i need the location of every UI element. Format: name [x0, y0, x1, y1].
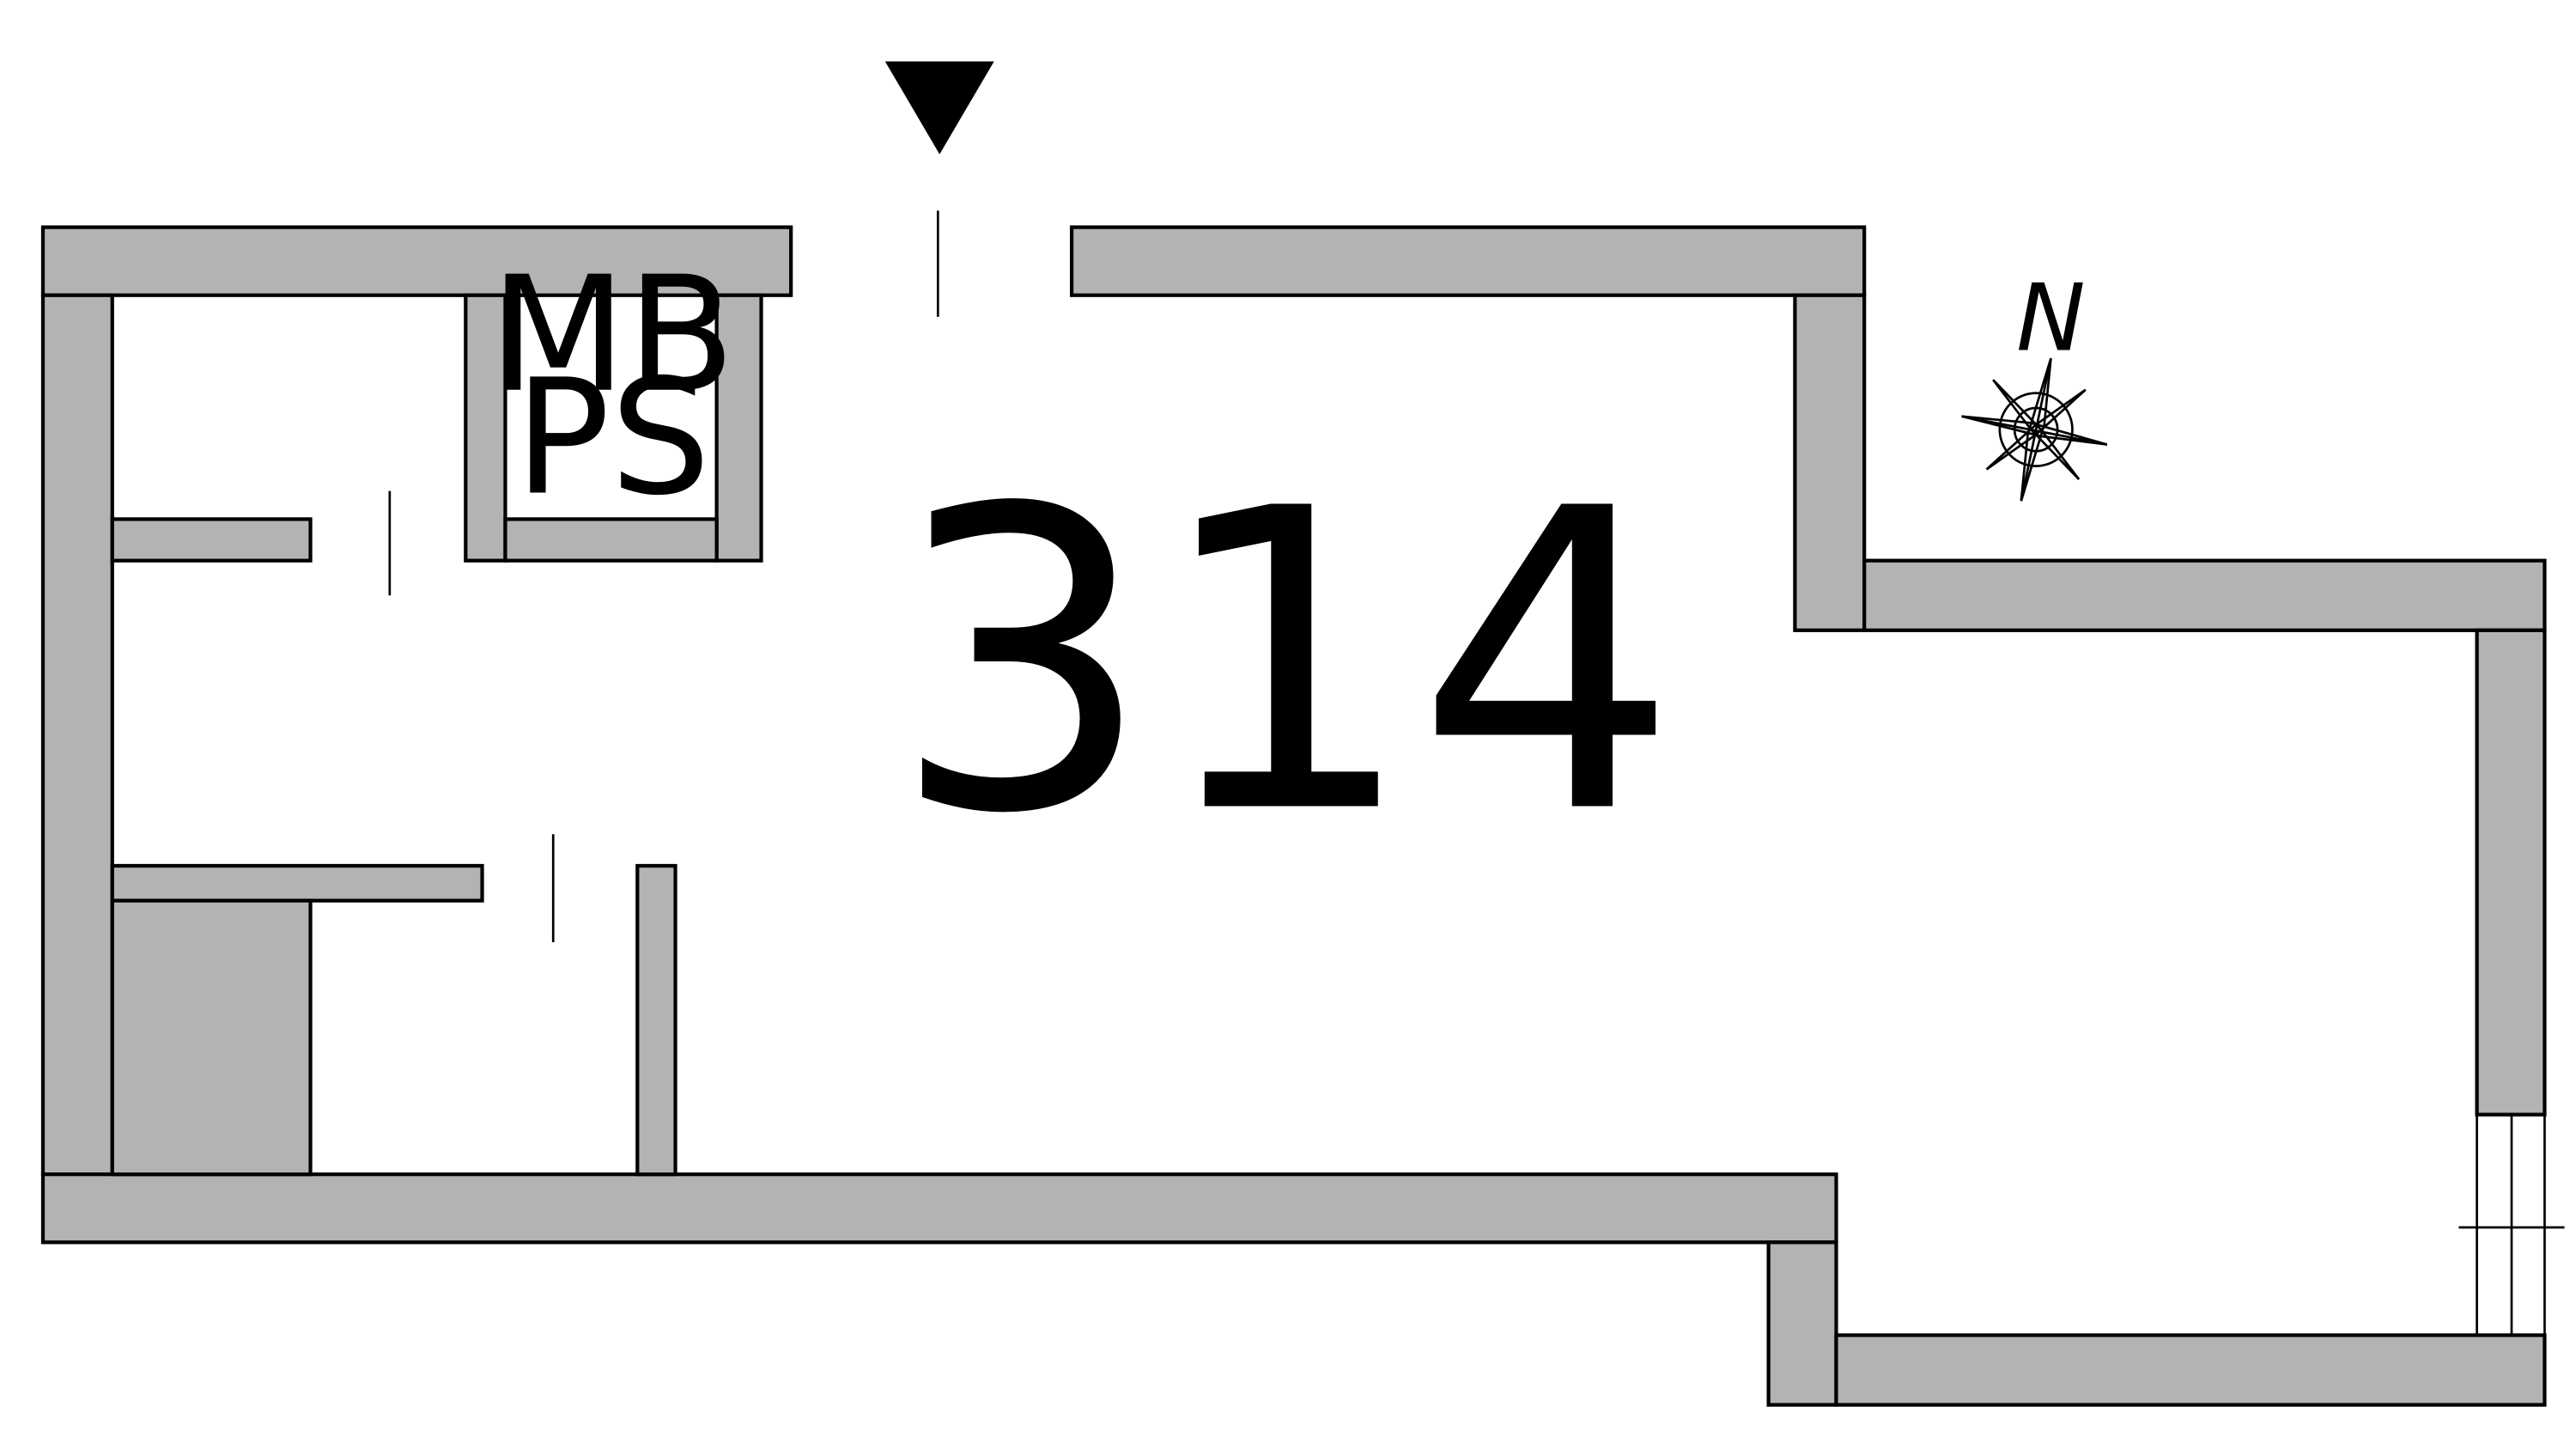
entrance-arrow-icon: [884, 61, 994, 155]
wall-inner-lower: [110, 863, 484, 903]
wall-inner-partition: [635, 863, 677, 1177]
wall-bottom-step: [1766, 1240, 1838, 1407]
wall-left: [40, 293, 114, 1177]
wall-east: [2475, 628, 2547, 1117]
interior-walls: [110, 293, 763, 1177]
wall-bottom-left: [40, 1172, 1838, 1245]
wall-step-vertical: [1793, 293, 1867, 632]
outer-walls: [40, 225, 2547, 1407]
shaft-label-ps: PS: [514, 344, 711, 530]
wall-shaft-right: [714, 293, 763, 563]
unit-number-label: 314: [890, 422, 1679, 904]
wall-top-right: [1069, 225, 1867, 297]
wall-shaft-bottom: [503, 517, 719, 563]
wall-east-top: [1862, 558, 2547, 632]
compass-north-label: N: [2016, 265, 2086, 372]
wall-inner-upper-stub: [110, 517, 313, 563]
shaft-label-mb: MB: [489, 241, 735, 427]
wall-shaft-left: [464, 293, 507, 563]
door-lines: [388, 210, 939, 942]
wall-top-left: [40, 225, 793, 297]
wall-unit-bath-block: [110, 898, 313, 1177]
compass-rose-icon: [1961, 357, 2108, 502]
east-window: [2458, 1114, 2565, 1336]
wall-bottom-right: [1834, 1333, 2547, 1407]
